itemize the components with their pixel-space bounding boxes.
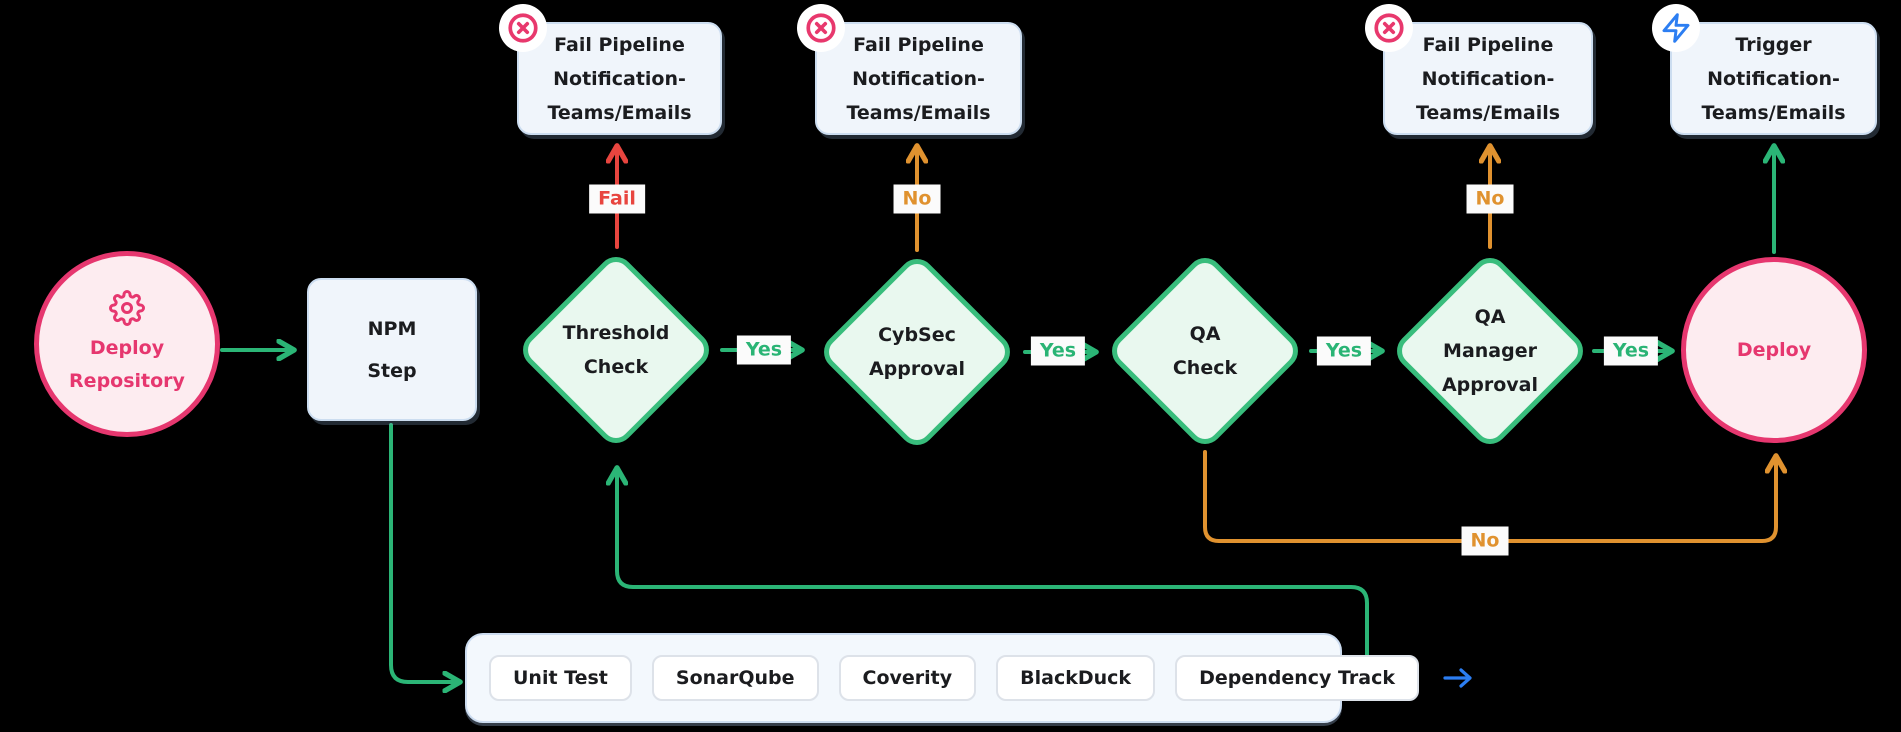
edge-label-no-qa-bypass: No [1461, 526, 1509, 556]
edge-label-fail: Fail [589, 184, 645, 214]
node-fail-notification-1: Fail Pipeline Notification- Teams/Emails [499, 4, 722, 135]
node-npm-step: NPM Step [307, 278, 477, 421]
edge-label-no-qamanager: No [1466, 184, 1514, 214]
tools-bar: Unit Test SonarQube Coverity BlackDuck D… [465, 633, 1472, 723]
node-label: Fail Pipeline Notification- Teams/Emails [846, 33, 991, 124]
node-deploy-repository: Deploy Repository [34, 251, 220, 437]
lightning-icon [1652, 4, 1700, 52]
tool-chip-sonarqube: SonarQube [651, 655, 819, 701]
node-label: NPM Step [367, 317, 417, 382]
edge-label-yes-qa: Yes [1316, 336, 1372, 366]
edge-label-yes-threshold: Yes [736, 335, 792, 365]
right-arrow-icon [1441, 666, 1475, 690]
tool-chip-dependency-track: Dependency Track [1175, 655, 1419, 701]
node-fail-notification-2: Fail Pipeline Notification- Teams/Emails [797, 4, 1022, 135]
node-cybsec-approval: CybSec Approval [816, 251, 1018, 453]
node-label: Threshold Check [562, 322, 670, 378]
node-qa-check: QA Check [1104, 250, 1306, 452]
edge-npm-to-tools [389, 423, 458, 682]
tool-chip-coverity: Coverity [838, 655, 977, 701]
node-label: Fail Pipeline Notification- Teams/Emails [547, 33, 692, 124]
edge-label-yes-qamanager: Yes [1603, 336, 1659, 366]
edge-label-no-cybsec: No [893, 184, 941, 214]
tool-chip-blackduck: BlackDuck [996, 655, 1156, 701]
node-deploy: Deploy [1681, 257, 1867, 443]
tool-chip-unit-test: Unit Test [489, 655, 632, 701]
node-fail-notification-3: Fail Pipeline Notification- Teams/Emails [1365, 4, 1593, 135]
node-threshold-check: Threshold Check [515, 249, 717, 451]
node-label: Deploy [1736, 338, 1812, 361]
node-label: CybSec Approval [868, 324, 966, 380]
node-qa-manager-approval: QA Manager Approval [1389, 250, 1591, 452]
node-trigger-notification: Trigger Notification- Teams/Emails [1652, 4, 1877, 135]
node-label: QA Manager Approval [1441, 306, 1539, 396]
circle-x-icon [797, 4, 845, 52]
node-label: QA Check [1172, 323, 1238, 379]
node-label: Deploy Repository [69, 337, 185, 392]
gear-icon [109, 290, 145, 326]
node-label: Trigger Notification- Teams/Emails [1701, 33, 1846, 124]
node-label: Fail Pipeline Notification- Teams/Emails [1415, 33, 1561, 124]
edge-label-yes-cybsec: Yes [1030, 336, 1086, 366]
circle-x-icon [499, 4, 547, 52]
circle-x-icon [1365, 4, 1413, 52]
